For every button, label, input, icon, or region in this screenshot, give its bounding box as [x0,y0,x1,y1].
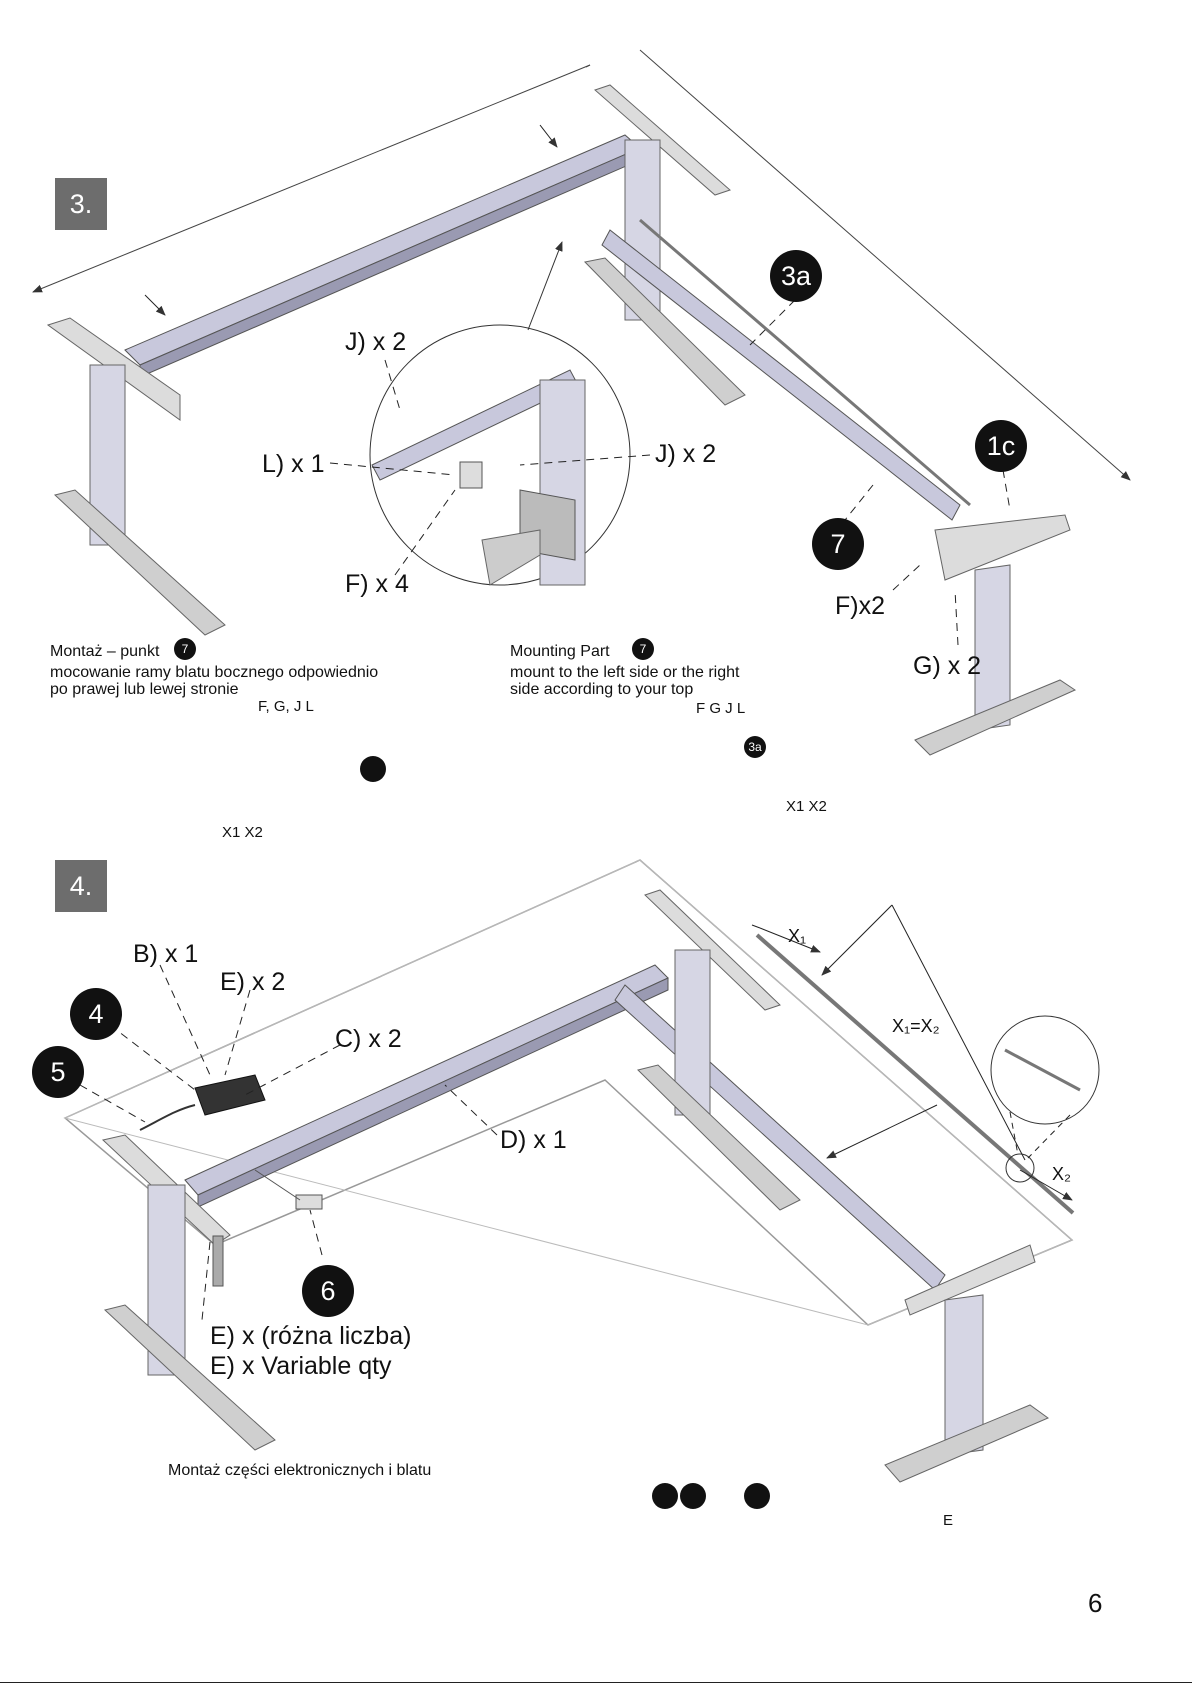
step4-diagram [63,859,1100,1483]
step3-diagram [32,49,1131,756]
label-f2: F)x2 [835,592,885,620]
en-x-labels: X1 X2 [786,798,827,815]
pl-x-labels: X1 X2 [222,824,263,841]
callout-5: 5 [32,1046,84,1098]
en-title: Mounting Part [510,643,610,660]
pl-title: Montaż – punkt [50,643,159,660]
blank-ref-1 [652,1483,678,1509]
en-title-ref-7: 7 [632,638,654,660]
callout-1c: 1c [975,420,1027,472]
label-j2-right: J) x 2 [655,440,717,468]
callout-3a: 3a [770,250,822,302]
label-x1: X₁ [788,926,807,946]
en-line1: mount to the left side or the right [510,664,740,681]
pl-line1: mocowanie ramy blatu bocznego odpowiedni… [50,664,379,681]
pl-blank-ref [360,756,386,782]
page-number: 6 [1088,1588,1103,1618]
label-j2-top: J) x 2 [345,328,407,356]
en-line2: side according to your top [510,681,694,698]
label-d1: D) x 1 [500,1126,567,1154]
label-l1: L) x 1 [262,450,325,478]
page-bottom-rule [0,1682,1192,1683]
callout-4: 4 [70,988,122,1040]
pl-line2: po prawej lub lewej stronie [50,681,239,698]
label-x2: X₂ [1052,1164,1071,1184]
label-c2: C) x 2 [335,1025,402,1053]
pl-title-ref-7: 7 [174,638,196,660]
callout-7: 7 [812,518,864,570]
callout-6: 6 [302,1265,354,1317]
label-f4: F) x 4 [345,570,409,598]
step-3-badge: 3. [55,178,107,230]
pl-title-text: Montaż – punkt [50,643,160,660]
pl-parts: F, G, J L [258,698,314,715]
step-4-badge: 4. [55,860,107,912]
label-x1-equals-x2: X₁=X₂ [892,1016,940,1036]
label-b1: B) x 1 [133,940,199,968]
en-parts: F G J L [696,700,746,717]
label-e-variable-en: E) x Variable qty [210,1352,392,1380]
label-e2: E) x 2 [220,968,286,996]
blank-ref-3 [744,1483,770,1509]
label-g2: G) x 2 [913,652,982,680]
pl-caption-step4: Montaż części elektronicznych i blatu [168,1462,432,1479]
en-ref-3a: 3a [744,736,766,758]
e-note: E [943,1512,954,1529]
label-e-variable-pl: E) x (różna liczba) [210,1322,412,1350]
blank-ref-2 [680,1483,706,1509]
